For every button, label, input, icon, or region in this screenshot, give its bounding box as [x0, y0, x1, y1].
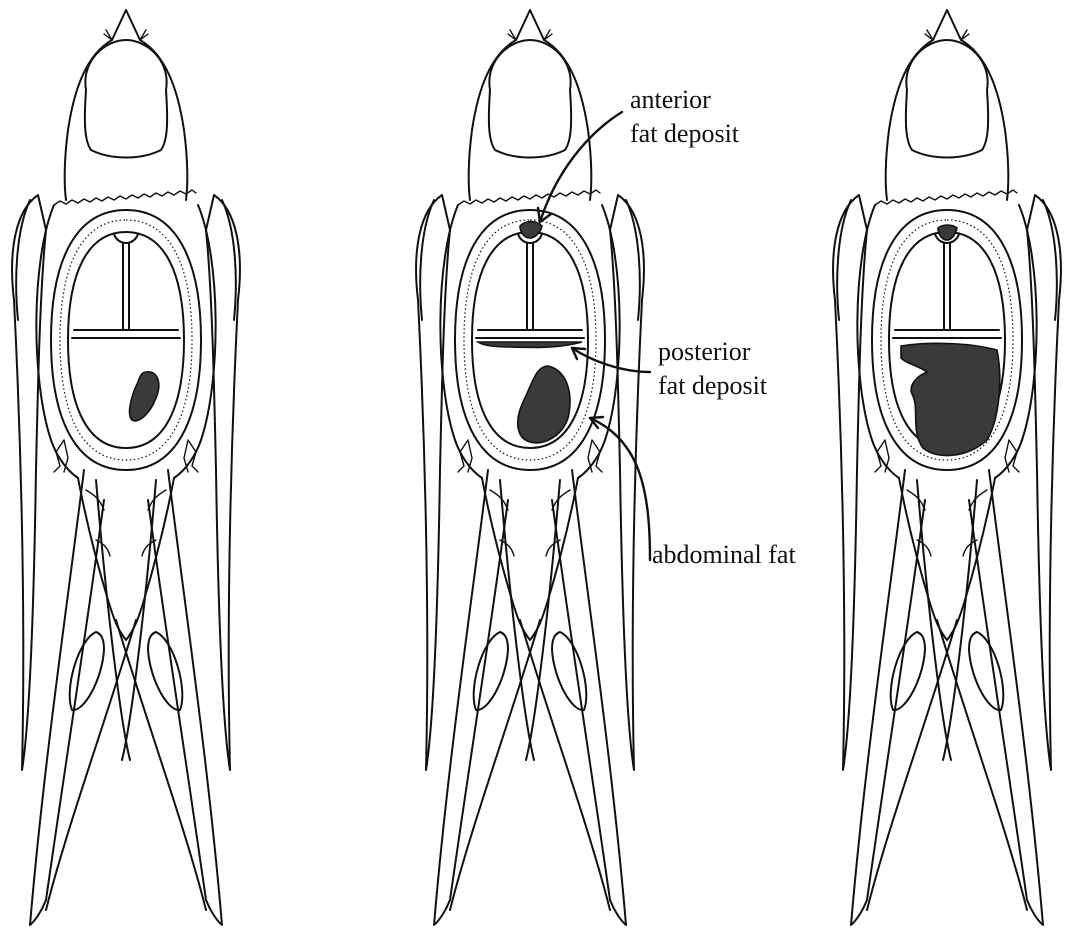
fat-large-deposit [901, 343, 1000, 455]
bird-left [12, 10, 240, 925]
fat-anterior-deposit [520, 222, 542, 239]
arrow-anterior [540, 112, 622, 222]
bird-middle [416, 10, 644, 925]
bird-right [833, 10, 1061, 925]
label-abdominal: abdominal fat [652, 540, 796, 569]
fat-abdominal-medium [518, 366, 570, 443]
label-anterior-line2: fat deposit [630, 119, 740, 148]
label-anterior-line1: anterior [630, 85, 711, 114]
label-posterior-line1: posterior [658, 337, 751, 366]
fat-anterior-deposit-3 [938, 225, 957, 240]
fat-abdominal-small [130, 372, 159, 421]
label-posterior-line2: fat deposit [658, 371, 768, 400]
fat-posterior-deposit [478, 342, 582, 347]
